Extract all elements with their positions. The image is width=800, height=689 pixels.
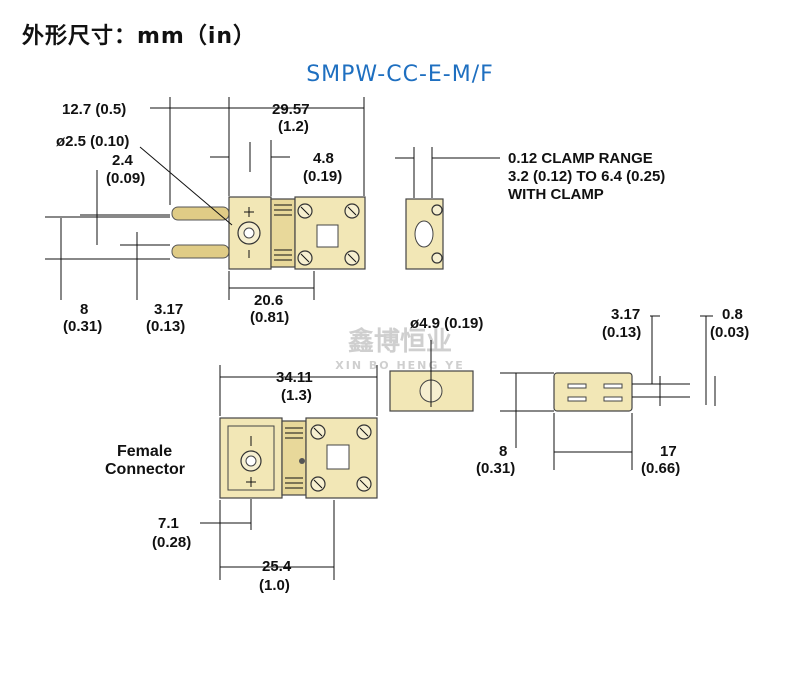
clamp-range-line3: WITH CLAMP: [508, 186, 604, 203]
side-dim-0-8-mm: 0.8: [722, 306, 743, 323]
female-connector-drawing: [219, 417, 378, 499]
male-pin-upper: [171, 206, 230, 221]
dim-male-length-in: (1.2): [278, 118, 309, 135]
side-dim-3-17-in: (0.13): [602, 324, 641, 341]
male-body-mid: [270, 198, 296, 268]
dim-2-4-in: (0.09): [106, 170, 145, 187]
female-label-line1: Female: [117, 443, 172, 460]
end-view-drawing: [389, 340, 474, 412]
watermark-cn: 鑫博恒业: [348, 326, 452, 357]
dim-7-1-in: (0.28): [152, 534, 191, 551]
side-dim-17-mm: 17: [660, 443, 677, 460]
clamp-range-line1: 0.12 CLAMP RANGE: [508, 150, 653, 167]
dim-3-17-in: (0.13): [146, 318, 185, 335]
dim-20-6-mm: 20.6: [254, 292, 283, 309]
clamp-end-view: [405, 198, 444, 270]
dim-hole-diameter: ø4.9 (0.19): [410, 315, 483, 332]
side-dim-17-in: (0.66): [641, 460, 680, 477]
page-heading: 外形尺寸：mm（in）: [22, 24, 257, 49]
dim-8-mm: 8: [80, 301, 88, 318]
female-label-line2: Connector: [105, 461, 185, 478]
dim-4-8-mm: 4.8: [313, 150, 334, 167]
dim-pin-diameter: ø2.5 (0.10): [56, 133, 129, 150]
side-view-drawing: [553, 372, 633, 412]
dim-female-length-mm: 34.11: [276, 369, 313, 386]
side-dim-0-8-in: (0.03): [710, 324, 749, 341]
dim-25-4-mm: 25.4: [262, 558, 292, 575]
watermark-en: XIN BO HENG YE: [335, 359, 464, 372]
dim-25-4-in: (1.0): [259, 577, 290, 594]
dim-4-8-in: (0.19): [303, 168, 342, 185]
dim-male-length-mm: 29.57: [272, 101, 310, 118]
clamp-range-line2: 3.2 (0.12) TO 6.4 (0.25): [508, 168, 665, 185]
male-pin-lower: [171, 244, 230, 259]
dim-2-4-mm: 2.4: [112, 152, 134, 169]
dim-female-length-in: (1.3): [281, 387, 312, 404]
male-connector-drawing: [171, 196, 366, 270]
dim-pin-length: 12.7 (0.5): [62, 101, 126, 118]
model-title: SMPW-CC-E-M/F: [306, 62, 494, 87]
dim-3-17-mm: 3.17: [154, 301, 183, 318]
dim-8-in: (0.31): [63, 318, 102, 335]
side-dim-3-17-mm: 3.17: [611, 306, 640, 323]
side-dim-8-in: (0.31): [476, 460, 515, 477]
side-dim-8-mm: 8: [499, 443, 507, 460]
female-body-mid: [281, 420, 307, 496]
male-clamp-window: [316, 224, 339, 248]
side-view-body: [553, 372, 633, 412]
dim-7-1-mm: 7.1: [158, 515, 179, 532]
dim-20-6-in: (0.81): [250, 309, 289, 326]
